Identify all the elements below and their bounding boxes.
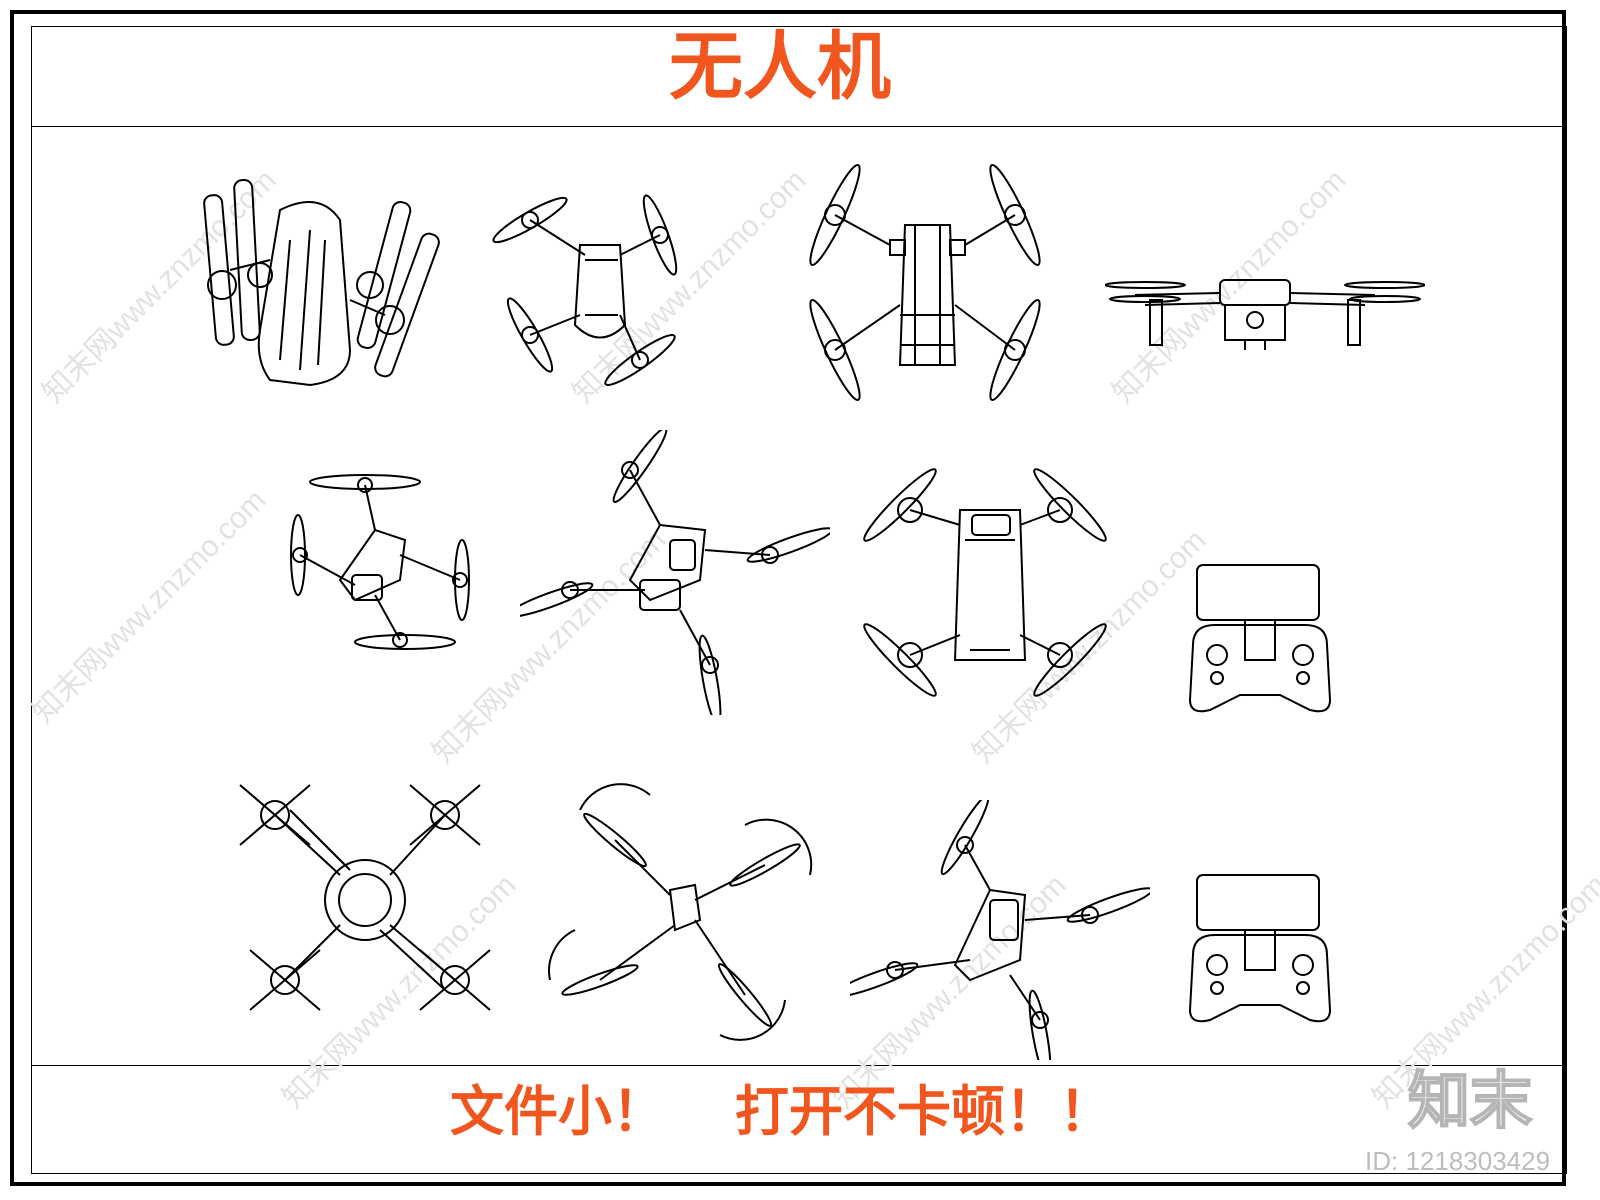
id-label: ID: 1218303429 bbox=[1365, 1146, 1551, 1176]
footer-text-left: 文件小！ bbox=[450, 1080, 666, 1143]
outer-frame bbox=[10, 10, 1566, 1186]
header-divider bbox=[31, 126, 1567, 127]
footer-divider bbox=[31, 1065, 1567, 1066]
drone-folded-icon bbox=[203, 179, 440, 387]
drone-front-view-icon bbox=[1105, 279, 1425, 350]
drone-top-view-icon bbox=[520, 430, 830, 715]
footer-text-right: 打开不卡顿！！ bbox=[735, 1080, 1113, 1143]
drone-guarded-icon bbox=[548, 783, 813, 1041]
brand-logo: 知末 bbox=[1407, 1064, 1533, 1137]
drone-top-view-icon bbox=[290, 474, 470, 650]
remote-controller-icon bbox=[1188, 564, 1332, 713]
inner-frame bbox=[31, 26, 1567, 1174]
drone-top-view-icon bbox=[850, 800, 1150, 1060]
page-title: 无人机 bbox=[669, 24, 891, 110]
drone-top-view-icon bbox=[809, 164, 1041, 401]
drone-top-view-icon bbox=[863, 468, 1107, 697]
remote-controller-icon bbox=[1188, 874, 1332, 1023]
drone-top-view-icon bbox=[492, 194, 678, 386]
drone-x-frame-icon bbox=[239, 784, 491, 1011]
